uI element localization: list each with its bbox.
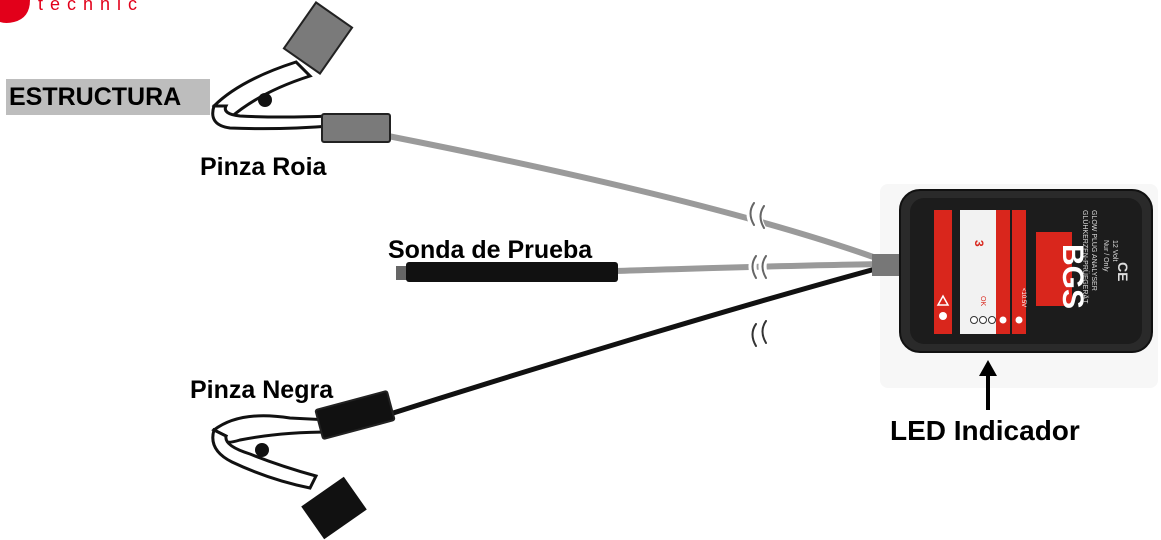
label-black-clamp: Pinza Negra — [190, 376, 334, 404]
cables — [385, 133, 893, 417]
device-spec-1: Nur / Only — [1102, 240, 1109, 272]
led-column-open — [996, 210, 1010, 334]
brand-text: technic — [38, 0, 145, 14]
section-tag: ESTRUCTURA — [6, 79, 210, 115]
device-logo: BGS — [1056, 244, 1089, 309]
warning-icon — [936, 294, 950, 306]
brand-logo-icon — [0, 0, 30, 23]
device-col4-volt: <10.5V — [1020, 288, 1026, 307]
led-column-battery — [1012, 210, 1026, 334]
black-cable — [387, 262, 893, 417]
label-red-clamp: Pinza Roia — [200, 153, 327, 181]
arrow-up-icon — [979, 360, 997, 410]
device-col2-number: 3 — [972, 240, 986, 247]
led-dots — [939, 312, 1023, 324]
device-ce-mark: CE — [1115, 262, 1131, 281]
probe-cable — [612, 261, 893, 274]
red-clamp-icon — [211, 1, 391, 143]
bgs-logo-icon: BGS — [1036, 232, 1089, 309]
device-spec-2: 12 Volt — [1111, 240, 1118, 261]
black-clamp-icon — [211, 390, 396, 540]
label-led-indicator: LED Indicador — [890, 415, 1080, 446]
analyser-device: BGS GLÜHKERZEN-PRÜFGERÄT GLOW PLUG ANALY… — [872, 184, 1158, 388]
label-test-probe: Sonda de Prueba — [388, 236, 593, 264]
device-title-1: GLÜHKERZEN-PRÜFGERÄT — [1081, 210, 1089, 304]
led-column-analysis — [960, 210, 996, 334]
section-tag-label: ESTRUCTURA — [9, 83, 182, 111]
red-cable — [385, 133, 893, 266]
probe-icon — [396, 262, 618, 282]
device-title-2: GLOW PLUG ANALYSER — [1090, 210, 1097, 291]
device-col2-ok: OK — [979, 296, 986, 306]
